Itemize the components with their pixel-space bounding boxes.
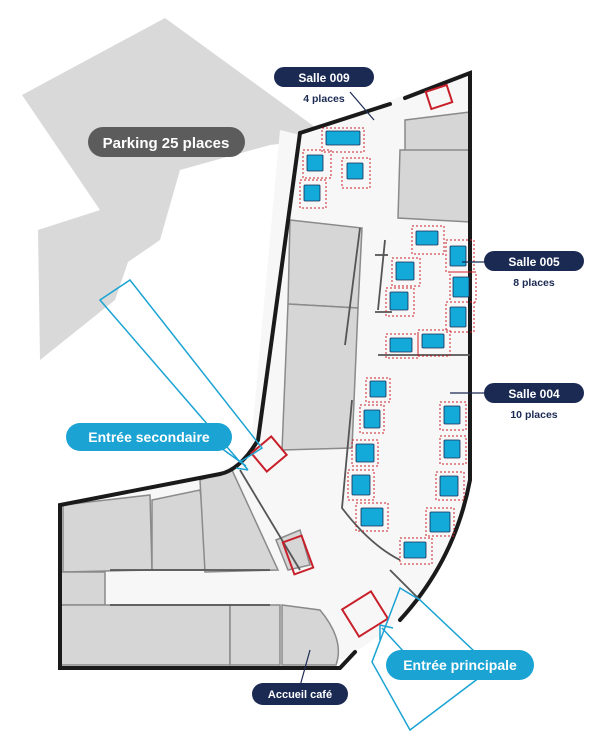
desk-icon bbox=[403, 541, 427, 559]
desk-icon bbox=[303, 184, 321, 202]
desk-icon bbox=[363, 409, 381, 429]
outer-walls bbox=[58, 70, 472, 670]
door-marker-icon bbox=[340, 590, 390, 638]
parking-area bbox=[22, 18, 330, 360]
desk-icon bbox=[429, 511, 451, 533]
desk-icon bbox=[369, 380, 387, 398]
desk-icon bbox=[395, 261, 415, 281]
room-bounds bbox=[299, 127, 477, 565]
room-capacity: 4 places bbox=[303, 93, 345, 105]
reception-text: Accueil café bbox=[268, 689, 332, 701]
reception-label: Accueil café bbox=[252, 683, 348, 705]
inner-walls bbox=[110, 227, 470, 606]
desk-icon bbox=[306, 154, 324, 172]
main-entrance-text: Entrée principale bbox=[403, 657, 517, 673]
desks bbox=[303, 130, 470, 559]
door-marker-icon bbox=[424, 83, 454, 111]
desk-icon bbox=[443, 439, 461, 459]
door-markers bbox=[249, 83, 454, 638]
room-name: Salle 004 bbox=[508, 387, 560, 401]
room-capacity: 10 places bbox=[510, 409, 557, 421]
desk-icon bbox=[346, 162, 364, 180]
desk-icon bbox=[355, 443, 375, 463]
desk-icon bbox=[351, 474, 371, 496]
desk-icon bbox=[389, 337, 413, 353]
room-label-salle-005: Salle 005 8 places bbox=[484, 251, 584, 289]
entrance-paths bbox=[98, 278, 494, 732]
room-capacity: 8 places bbox=[513, 277, 555, 289]
desk-icon bbox=[421, 333, 445, 349]
room-label-salle-009: Salle 009 4 places bbox=[274, 67, 374, 105]
desk-icon bbox=[452, 276, 470, 298]
main-entrance-label: Entrée principale bbox=[386, 650, 534, 680]
desk-icon bbox=[449, 306, 467, 328]
desk-icon bbox=[325, 130, 361, 146]
desk-icon bbox=[389, 291, 409, 311]
desk-icon bbox=[443, 405, 461, 425]
secondary-entrance-text: Entrée secondaire bbox=[88, 429, 210, 445]
room-name: Salle 009 bbox=[298, 71, 350, 85]
room-label-salle-004: Salle 004 10 places bbox=[484, 383, 584, 421]
desk-icon bbox=[415, 230, 439, 246]
entrance-arrow-icon bbox=[381, 627, 405, 653]
door-marker-icon bbox=[249, 435, 289, 473]
parking-label: Parking 25 places bbox=[88, 127, 245, 157]
parking-label-text: Parking 25 places bbox=[103, 135, 230, 152]
secondary-entrance-label: Entrée secondaire bbox=[66, 423, 232, 451]
door-marker-icon bbox=[281, 534, 315, 576]
room-name: Salle 005 bbox=[508, 255, 560, 269]
desk-icon bbox=[439, 475, 459, 497]
desk-icon bbox=[449, 245, 467, 267]
desk-icon bbox=[360, 507, 384, 527]
